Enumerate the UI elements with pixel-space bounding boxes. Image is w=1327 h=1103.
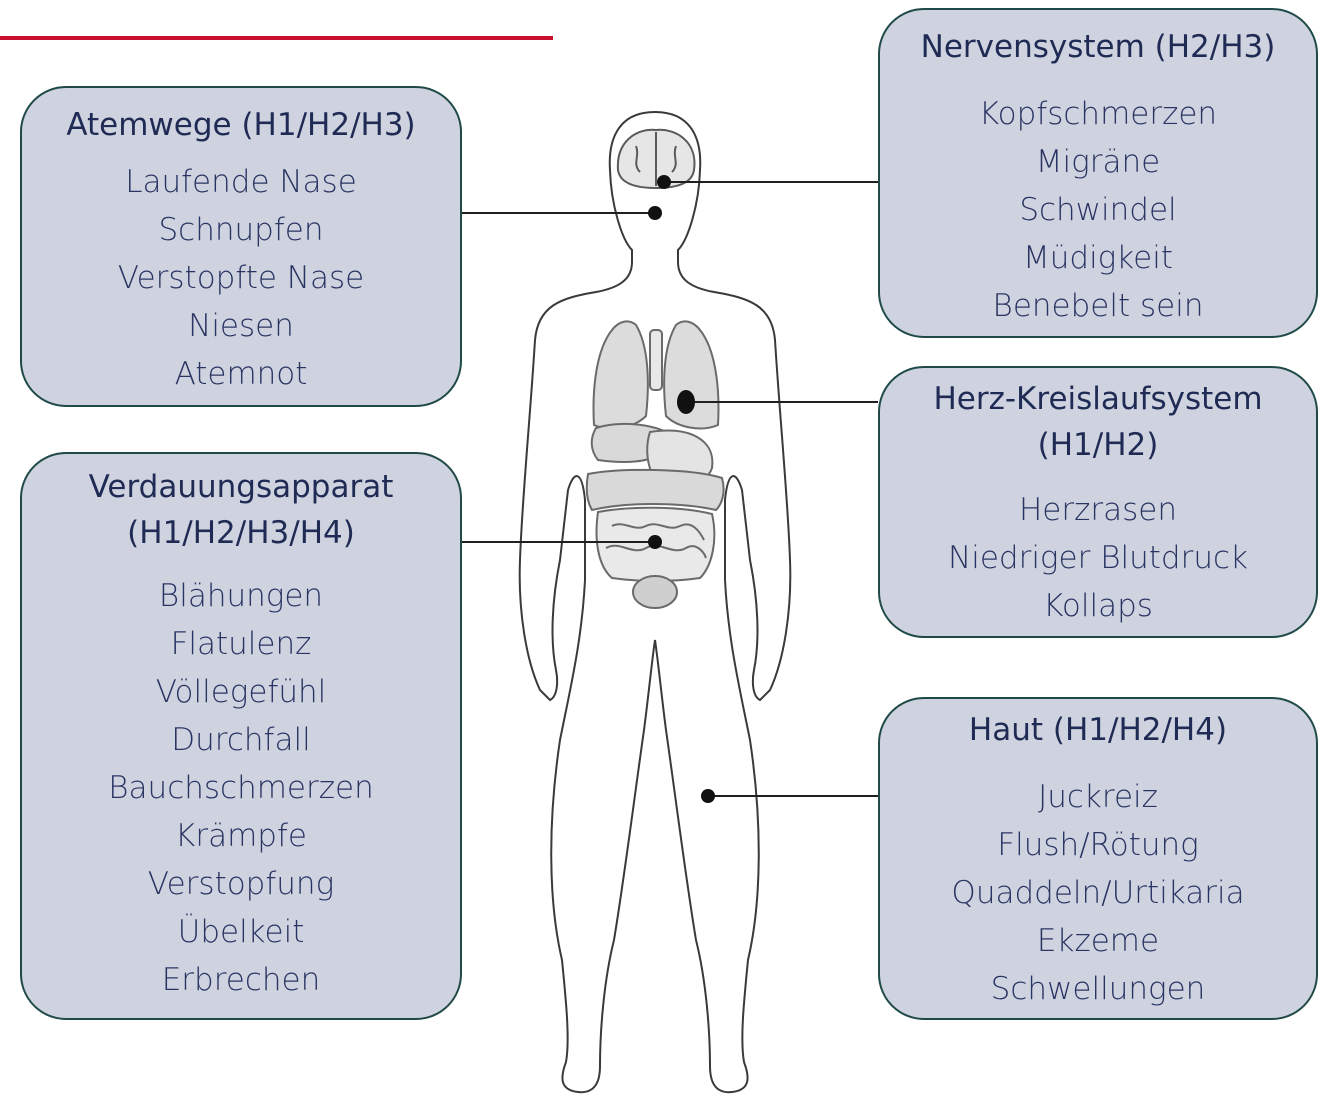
list-item: Völlegefühl [22,668,460,716]
list-item: Quaddeln/Urtikaria [880,869,1316,917]
marker-dot-heart [677,390,695,414]
list-item: Schnupfen [22,206,460,254]
cardiovascular-title-line1: Herz-Kreislaufsystem [880,376,1316,422]
list-item: Bauchschmerzen [22,764,460,812]
list-item: Schwindel [880,186,1316,234]
cardiovascular-title: Herz-Kreislaufsystem (H1/H2) [880,376,1316,468]
list-item: Flush/Rötung [880,821,1316,869]
digestive-list: Blähungen Flatulenz Völlegefühl Durchfal… [22,572,460,1004]
list-item: Juckreiz [880,773,1316,821]
digestive-title-line1: Verdauungsapparat [22,464,460,510]
list-item: Migräne [880,138,1316,186]
list-item: Laufende Nase [22,158,460,206]
list-item: Durchfall [22,716,460,764]
brain-illustration [618,130,695,188]
list-item: Krämpfe [22,812,460,860]
digestive-title: Verdauungsapparat (H1/H2/H3/H4) [22,464,460,556]
digestive-title-line2: (H1/H2/H3/H4) [22,510,460,556]
list-item: Übelkeit [22,908,460,956]
cardiovascular-title-line2: (H1/H2) [880,422,1316,468]
nervous-system-title: Nervensystem (H2/H3) [880,24,1316,70]
respiratory-list: Laufende Nase Schnupfen Verstopfte Nase … [22,158,460,398]
list-item: Kopfschmerzen [880,90,1316,138]
nervous-system-list: Kopfschmerzen Migräne Schwindel Müdigkei… [880,90,1316,330]
list-item: Müdigkeit [880,234,1316,282]
skin-box: Haut (H1/H2/H4) Juckreiz Flush/Rötung Qu… [878,697,1318,1020]
list-item: Niedriger Blutdruck [880,534,1316,582]
cardiovascular-list: Herzrasen Niedriger Blutdruck Kollaps [880,486,1316,630]
respiratory-box: Atemwege (H1/H2/H3) Laufende Nase Schnup… [20,86,462,407]
list-item: Flatulenz [22,620,460,668]
respiratory-title: Atemwege (H1/H2/H3) [22,102,460,148]
marker-dot-skin [701,789,715,803]
list-item: Benebelt sein [880,282,1316,330]
list-item: Niesen [22,302,460,350]
skin-list: Juckreiz Flush/Rötung Quaddeln/Urtikaria… [880,773,1316,1013]
list-item: Verstopfung [22,860,460,908]
marker-dot-intestine [648,535,662,549]
list-item: Ekzeme [880,917,1316,965]
list-item: Verstopfte Nase [22,254,460,302]
list-item: Atemnot [22,350,460,398]
list-item: Schwellungen [880,965,1316,1013]
list-item: Blähungen [22,572,460,620]
list-item: Herzrasen [880,486,1316,534]
nervous-system-box: Nervensystem (H2/H3) Kopfschmerzen Migrä… [878,8,1318,338]
marker-dot-brain [657,175,671,189]
list-item: Kollaps [880,582,1316,630]
cardiovascular-box: Herz-Kreislaufsystem (H1/H2) Herzrasen N… [878,366,1318,638]
skin-title: Haut (H1/H2/H4) [880,707,1316,753]
list-item: Erbrechen [22,956,460,1004]
marker-dot-nose [648,206,662,220]
digestive-box: Verdauungsapparat (H1/H2/H3/H4) Blähunge… [20,452,462,1020]
